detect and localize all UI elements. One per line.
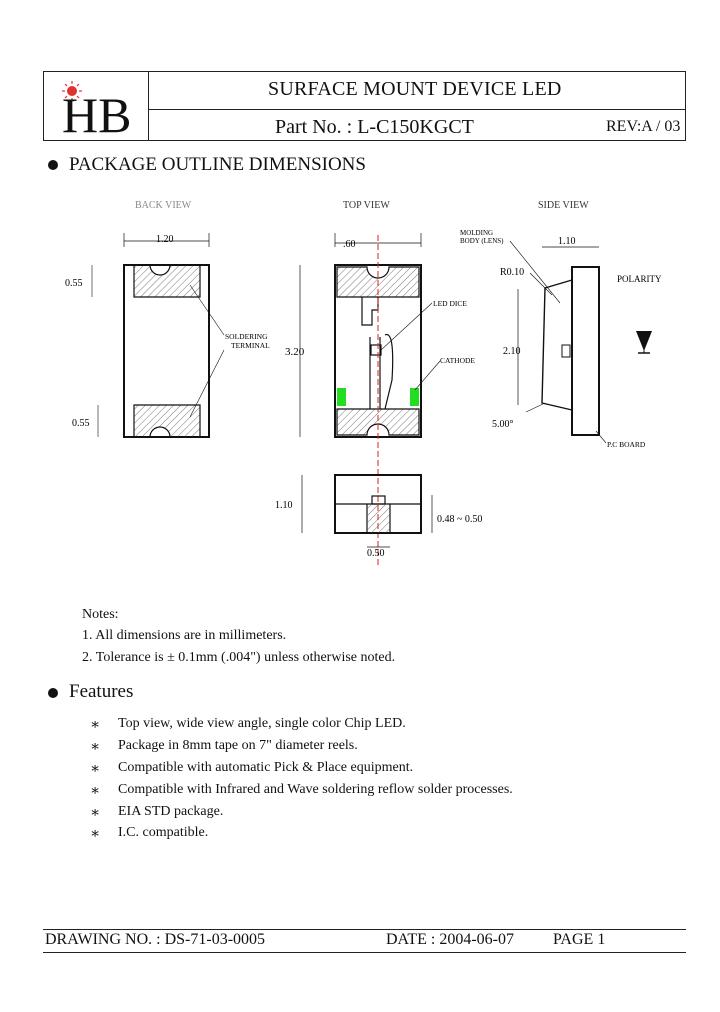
dim-end-height: 1.10	[275, 500, 293, 511]
asterisk-icon: ∗	[90, 761, 101, 777]
feature-item: Top view, wide view angle, single color …	[118, 716, 406, 731]
feature-item: EIA STD package.	[118, 804, 224, 819]
section-heading-features: Features	[69, 681, 134, 702]
notes-title: Notes:	[82, 607, 119, 622]
document-title: SURFACE MOUNT DEVICE LED	[268, 78, 562, 100]
asterisk-icon: ∗	[90, 805, 101, 821]
feature-item: Compatible with automatic Pick & Place e…	[118, 760, 414, 775]
note-item: 2. Tolerance is ± 0.1mm (.004") unless o…	[82, 650, 396, 665]
dim-back-bottom-pad: 0.55	[72, 418, 90, 429]
label-soldering: SOLDERING	[225, 332, 268, 341]
cathode-mark	[410, 388, 419, 406]
dim-top-length: 3.20	[285, 346, 305, 358]
section-heading-package: PACKAGE OUTLINE DIMENSIONS	[69, 154, 366, 175]
dim-side-angle: 5.00°	[492, 419, 514, 430]
side-view: MOLDING BODY (LENS) 1.10 R0.10 POLARITY …	[460, 229, 662, 449]
label-polarity: POLARITY	[617, 274, 662, 284]
bullet-icon	[48, 160, 58, 170]
company-logo: HB	[62, 81, 131, 138]
feature-item: I.C. compatible.	[118, 825, 209, 840]
label-molding: MOLDING	[460, 229, 493, 237]
feature-item: Compatible with Infrared and Wave solder…	[118, 782, 513, 797]
dim-back-top-pad: 0.55	[65, 278, 83, 289]
end-view: 1.10 0.48 ~ 0.50 0.50	[275, 474, 482, 559]
header-divider	[148, 109, 686, 110]
label-cathode: CATHODE	[440, 356, 475, 365]
dim-side-radius: R0.10	[500, 267, 524, 278]
bullet-icon	[48, 688, 58, 698]
back-view: 1.20 0.55 0.55 SOLDERING TERMINAL	[65, 233, 270, 438]
label-pc-board: P.C BOARD	[607, 440, 646, 449]
label-led-dice: LED DICE	[433, 299, 467, 308]
cathode-mark	[337, 388, 346, 406]
package-drawing: BACK VIEW TOP VIEW SIDE VIEW 1.20 0.55 0…	[65, 200, 662, 565]
label-terminal: TERMINAL	[231, 341, 270, 350]
logo-text: HB	[62, 87, 131, 138]
header-box	[43, 71, 686, 141]
footer-rule	[43, 952, 686, 953]
revision: REV:A / 03	[606, 118, 681, 135]
note-item: 1. All dimensions are in millimeters.	[82, 628, 287, 643]
logo-dot	[67, 86, 77, 96]
dim-end-pad: 0.50	[367, 548, 385, 559]
view-label-top: TOP VIEW	[343, 200, 390, 211]
label-molding-body: BODY (LENS)	[460, 237, 504, 245]
page-number: PAGE 1	[553, 931, 606, 948]
view-label-back: BACK VIEW	[135, 200, 192, 211]
document-date: DATE : 2004-06-07	[386, 931, 514, 948]
footer-rule	[43, 929, 686, 930]
asterisk-icon: ∗	[90, 717, 101, 733]
feature-item: Package in 8mm tape on 7" diameter reels…	[118, 738, 358, 753]
asterisk-icon: ∗	[90, 739, 101, 755]
dim-end-thickness: 0.48 ~ 0.50	[437, 514, 482, 525]
dim-top-width: .60	[343, 239, 356, 250]
drawing-number: DRAWING NO. : DS-71-03-0005	[45, 931, 266, 948]
header-divider	[148, 71, 149, 141]
asterisk-icon: ∗	[90, 826, 101, 842]
view-label-side: SIDE VIEW	[538, 200, 589, 211]
dim-side-height: 2.10	[503, 346, 521, 357]
part-number: Part No. : L-C150KGCT	[275, 116, 474, 138]
dim-side-width: 1.10	[558, 236, 576, 247]
asterisk-icon: ∗	[90, 783, 101, 799]
dim-back-width: 1.20	[156, 234, 174, 245]
